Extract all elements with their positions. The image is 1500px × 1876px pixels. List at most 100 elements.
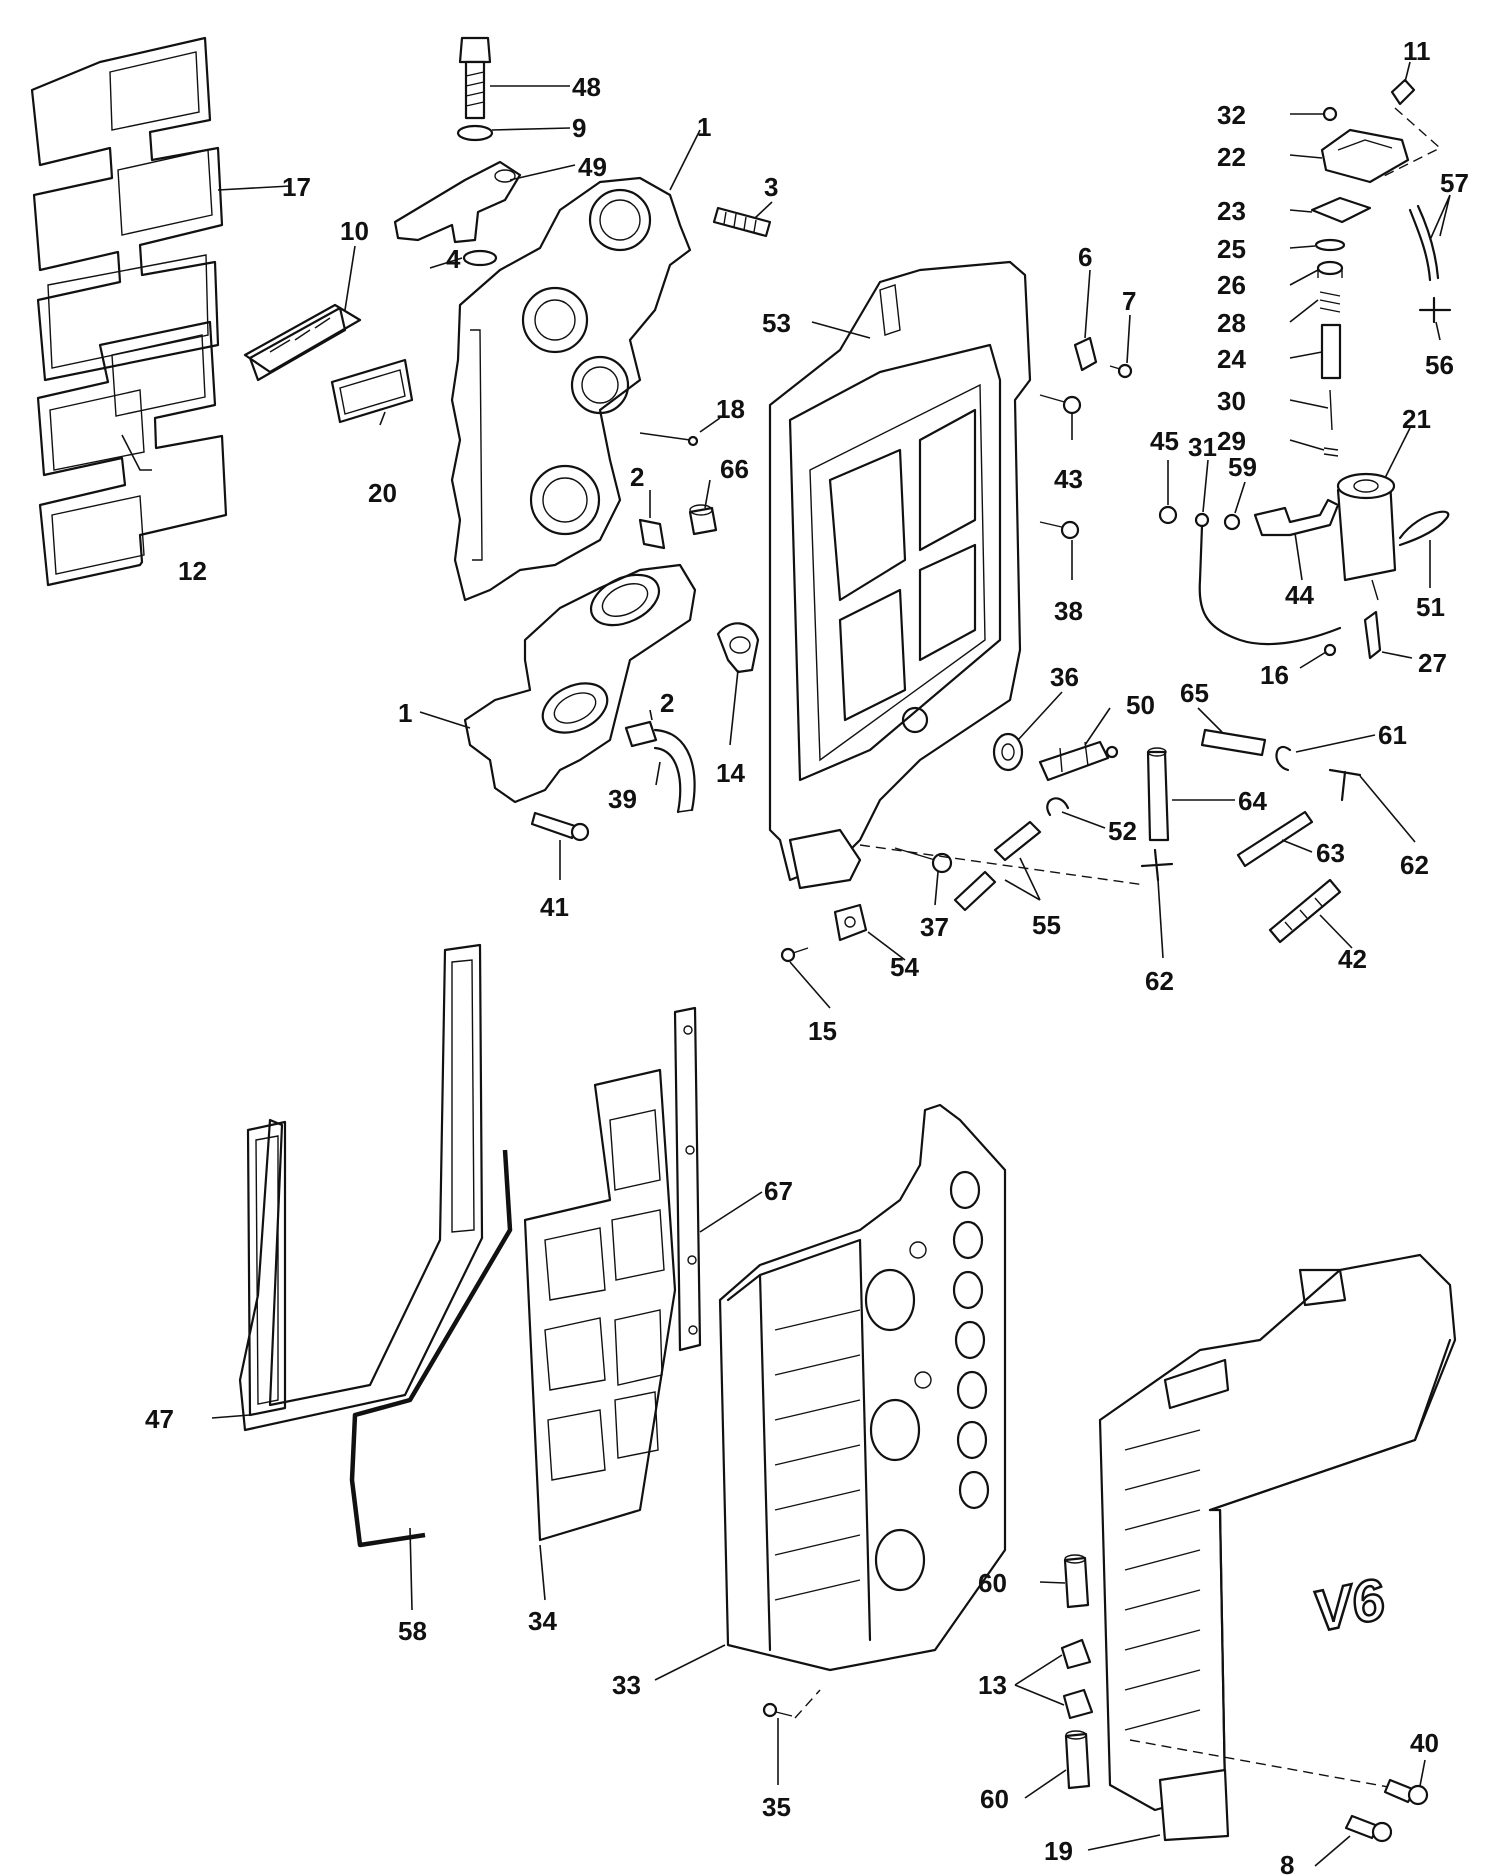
motor-cover-19: V6 (1098, 1253, 1457, 1842)
callout-labels: 48 9 1 49 17 10 3 4 6 7 53 18 20 2 66 43… (145, 36, 1469, 1876)
callout-3: 3 (764, 172, 778, 202)
solenoid-21 (1336, 472, 1397, 601)
gasket-20 (330, 358, 414, 424)
tee-fitting-56 (1418, 296, 1452, 324)
pin-30 (1329, 389, 1333, 431)
screw-35 (762, 1702, 793, 1718)
callout-56: 56 (1425, 350, 1454, 380)
tee-fitting-62b (1140, 848, 1174, 882)
callout-27: 27 (1418, 648, 1447, 678)
callout-60-lower: 60 (980, 1784, 1009, 1814)
callout-20: 20 (368, 478, 397, 508)
callout-9: 9 (572, 113, 586, 143)
seal-strip-58 (349, 1149, 513, 1548)
callout-54: 54 (890, 952, 919, 982)
bracket-49 (393, 160, 522, 244)
callout-33: 33 (612, 1670, 641, 1700)
callout-8: 8 (1280, 1850, 1294, 1876)
gasket-12 (36, 320, 228, 587)
callout-57: 57 (1440, 168, 1469, 198)
callout-62-upper: 62 (1400, 850, 1429, 880)
dowel-pin-2b (624, 720, 658, 748)
adapter-plate-53 (768, 260, 1032, 890)
clips-13 (1060, 1638, 1094, 1720)
intake-manifold-upper-1 (450, 176, 692, 602)
terminal-27 (1363, 610, 1382, 660)
gasket-34 (523, 1068, 677, 1542)
retainer-54 (833, 903, 868, 942)
hose-39 (653, 728, 696, 814)
callout-41: 41 (540, 892, 569, 922)
callout-66: 66 (720, 454, 749, 484)
callout-53: 53 (762, 308, 791, 338)
hoses-55 (953, 820, 1042, 912)
screw-11 (1390, 78, 1416, 106)
callout-2-upper: 2 (630, 462, 644, 492)
screw-15 (780, 947, 809, 963)
stud-3 (712, 206, 772, 238)
callout-7: 7 (1122, 286, 1136, 316)
clip-52 (1046, 797, 1070, 817)
sleeve-60a (1063, 1554, 1090, 1609)
callout-43: 43 (1054, 464, 1083, 494)
callout-36: 36 (1050, 662, 1079, 692)
tee-fitting-62a (1328, 768, 1362, 802)
callout-58: 58 (398, 1616, 427, 1646)
screw-45 (1158, 505, 1178, 525)
dashed-line-40 (1129, 1739, 1406, 1791)
dashed-line-11-22 (1379, 107, 1442, 179)
callout-19: 19 (1044, 1836, 1073, 1866)
bracket-6 (1073, 336, 1098, 372)
cover-22 (1320, 128, 1410, 184)
callout-21: 21 (1402, 404, 1431, 434)
callout-18: 18 (716, 394, 745, 424)
callout-22: 22 (1217, 142, 1246, 172)
hose-65 (1200, 728, 1267, 757)
callout-30: 30 (1217, 386, 1246, 416)
screw-37 (894, 847, 953, 874)
hose-63 (1236, 810, 1314, 868)
callout-28: 28 (1217, 308, 1246, 338)
manifold-50 (1038, 740, 1119, 782)
callout-63: 63 (1316, 838, 1345, 868)
callout-6: 6 (1078, 242, 1092, 272)
bolt-8 (1344, 1814, 1393, 1843)
lockwasher-59 (1223, 513, 1241, 531)
gasket-47 (238, 943, 484, 1432)
strip-67 (673, 1006, 702, 1352)
callout-64: 64 (1238, 786, 1267, 816)
callout-2-lower: 2 (660, 688, 674, 718)
wire-31 (1194, 512, 1342, 646)
manifold-cover-33 (718, 1103, 1007, 1672)
screw-16 (1323, 643, 1337, 657)
screw-38 (1039, 520, 1080, 540)
callout-50: 50 (1126, 690, 1155, 720)
callout-52: 52 (1108, 816, 1137, 846)
sleeve-60b (1064, 1730, 1091, 1790)
grommet-36 (992, 732, 1024, 772)
callout-47: 47 (145, 1404, 174, 1434)
callout-49: 49 (578, 152, 607, 182)
callout-13: 13 (978, 1670, 1007, 1700)
callout-23: 23 (1217, 196, 1246, 226)
v6-emboss-text: V6 (1307, 1566, 1391, 1644)
callout-29: 29 (1217, 426, 1246, 456)
hose-64 (1146, 747, 1170, 842)
callout-39: 39 (608, 784, 637, 814)
callout-17: 17 (282, 172, 311, 202)
screw-41 (530, 811, 590, 842)
hose-57 (1408, 204, 1440, 282)
callout-26: 26 (1217, 270, 1246, 300)
bolt-48 (458, 36, 492, 120)
spring-28 (1319, 291, 1341, 313)
diaphragm-23 (1310, 196, 1372, 224)
callout-15: 15 (808, 1016, 837, 1046)
callout-65: 65 (1180, 678, 1209, 708)
screw-32 (1322, 106, 1338, 122)
reed-block-10 (243, 303, 362, 382)
sleeve-66 (688, 504, 718, 536)
clip-61 (1275, 746, 1292, 772)
dashed-line-35 (794, 1689, 821, 1719)
callout-16: 16 (1260, 660, 1289, 690)
callout-40: 40 (1410, 1728, 1439, 1758)
